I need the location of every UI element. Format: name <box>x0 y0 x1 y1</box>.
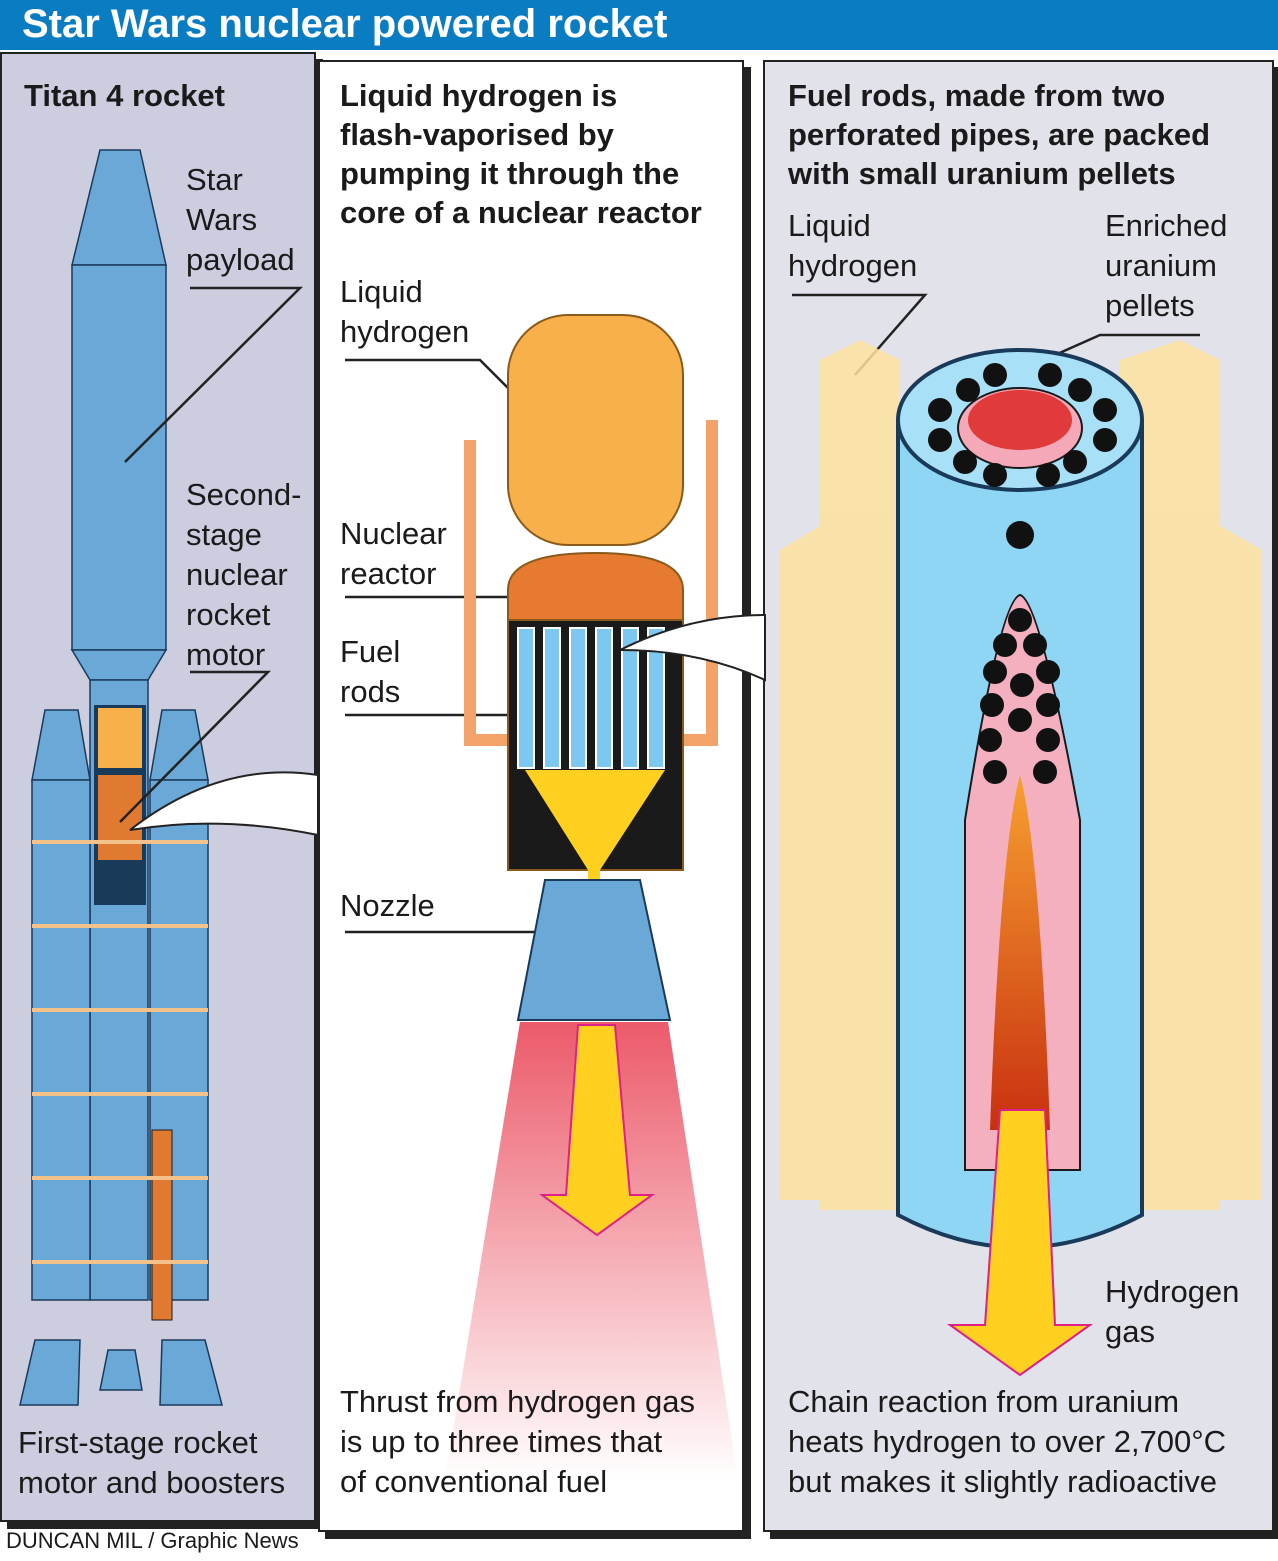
label-first-stage: First-stage rocket motor and boosters <box>18 1425 286 1500</box>
label-liquid-hydrogen-right: Liquid hydrogen <box>788 208 918 283</box>
label-second-stage: Second- stage nuclear rocket motor <box>186 477 302 672</box>
nozzle <box>516 879 672 1021</box>
middle-heading: Liquid hydrogen is flash-vaporised by pu… <box>340 78 702 230</box>
chain-reaction-caption: Chain reaction from uranium heats hydrog… <box>788 1384 1227 1499</box>
exhaust-plume <box>445 1022 738 1480</box>
hydrogen-flow-arrows <box>780 340 1262 1210</box>
label-uranium-pellets: Enriched uranium pellets <box>1105 208 1228 323</box>
label-nozzle: Nozzle <box>340 888 435 923</box>
uranium-pellets <box>928 363 1117 784</box>
left-heading: Titan 4 rocket <box>24 78 226 113</box>
label-fuel-rods: Fuel rods <box>340 634 401 709</box>
label-hydrogen-gas: Hydrogen gas <box>1105 1274 1240 1349</box>
label-nuclear-reactor: Nuclear reactor <box>340 516 447 591</box>
thrust-arrow <box>538 1024 656 1237</box>
credit: DUNCAN MIL / Graphic News <box>6 1528 299 1553</box>
thrust-caption: Thrust from hydrogen gas is up to three … <box>340 1384 695 1499</box>
page-title: Star Wars nuclear powered rocket <box>22 2 668 46</box>
right-heading: Fuel rods, made from two perforated pipe… <box>788 78 1211 191</box>
label-liquid-hydrogen: Liquid hydrogen <box>340 274 470 349</box>
label-star-wars-payload: Star Wars payload <box>186 162 295 277</box>
header-bar: Star Wars nuclear powered rocket <box>0 0 1278 50</box>
hydrogen-gas-arrow <box>946 1109 1094 1377</box>
fuel-rods-mini <box>517 627 665 769</box>
